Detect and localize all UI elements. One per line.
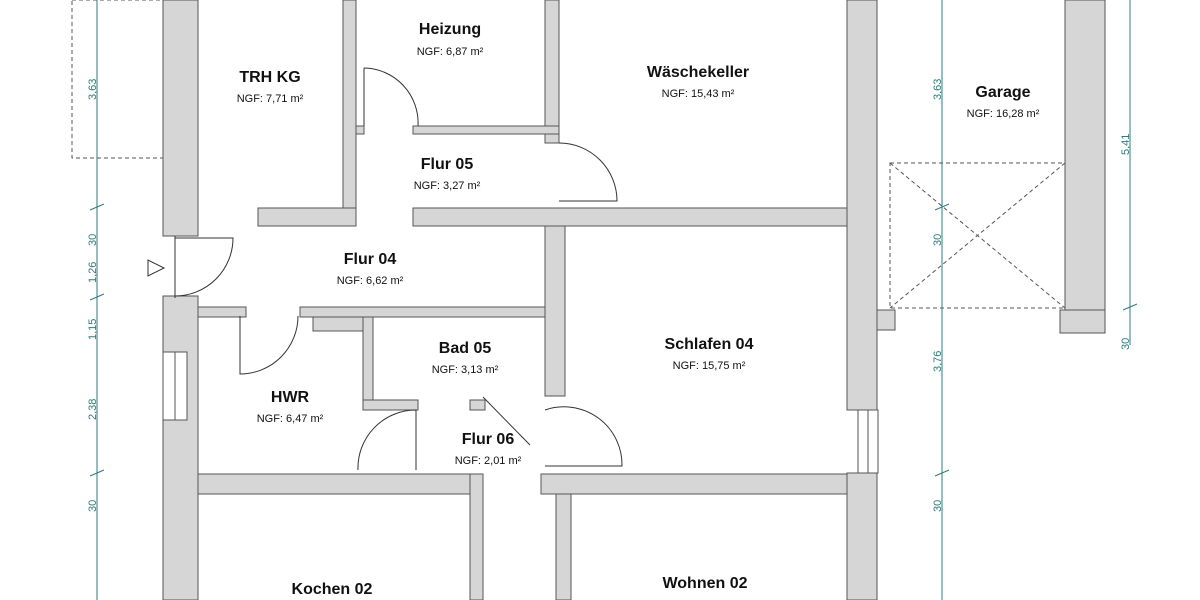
room-name-wohnen-02: Wohnen 02	[662, 575, 747, 592]
room-name-waeschekeller: Wäschekeller	[647, 64, 749, 81]
room-name-heizung: Heizung	[419, 21, 481, 38]
dim-right-3: 3,76	[932, 351, 944, 372]
room-area-garage: NGF: 16,28 m²	[967, 108, 1040, 120]
room-name-bad-05: Bad 05	[439, 340, 492, 357]
room-labels: Heizung NGF: 6,87 m² TRH KG NGF: 7,71 m²…	[237, 21, 1040, 598]
walls	[162, 0, 1106, 600]
room-area-flur-04: NGF: 6,62 m²	[337, 275, 404, 287]
dim-right-4: 30	[932, 500, 944, 512]
windows	[162, 351, 879, 474]
room-area-trh-kg: NGF: 7,71 m²	[237, 93, 304, 105]
room-area-waeschekeller: NGF: 15,43 m²	[662, 88, 735, 100]
dim-left-3: 1,26	[87, 262, 99, 283]
dim-left-4: 1,15	[87, 319, 99, 340]
dim-left-6: 30	[87, 500, 99, 512]
room-area-heizung: NGF: 6,87 m²	[417, 46, 484, 58]
room-area-hwr: NGF: 6,47 m²	[257, 413, 324, 425]
dim-far-right-1: 5,41	[1120, 134, 1132, 155]
dimension-lines	[89, 0, 1138, 600]
room-name-flur-05: Flur 05	[421, 156, 474, 173]
room-area-schlafen-04: NGF: 15,75 m²	[673, 360, 746, 372]
room-name-trh-kg: TRH KG	[239, 69, 300, 86]
room-area-flur-06: NGF: 2,01 m²	[455, 455, 522, 467]
doors	[147, 67, 623, 471]
dim-right-1: 3,63	[932, 79, 944, 100]
dim-right-2: 30	[932, 234, 944, 246]
room-name-garage: Garage	[975, 84, 1030, 101]
room-name-hwr: HWR	[271, 389, 310, 406]
room-name-schlafen-04: Schlafen 04	[665, 336, 754, 353]
room-area-bad-05: NGF: 3,13 m²	[432, 364, 499, 376]
dim-far-right-2: 30	[1120, 338, 1132, 350]
garage-door-outline	[889, 162, 1066, 309]
room-area-flur-05: NGF: 3,27 m²	[414, 180, 481, 192]
dashed-outline	[71, 0, 166, 159]
room-name-kochen-02: Kochen 02	[292, 581, 373, 598]
dim-left-5: 2,38	[87, 399, 99, 420]
dim-left-2: 30	[87, 234, 99, 246]
dim-left-1: 3,63	[87, 79, 99, 100]
room-name-flur-04: Flur 04	[344, 251, 397, 268]
dimension-labels: 3,63 30 1,26 1,15 2,38 30 3,63 30 3,76 3…	[87, 79, 1132, 512]
room-name-flur-06: Flur 06	[462, 431, 515, 448]
